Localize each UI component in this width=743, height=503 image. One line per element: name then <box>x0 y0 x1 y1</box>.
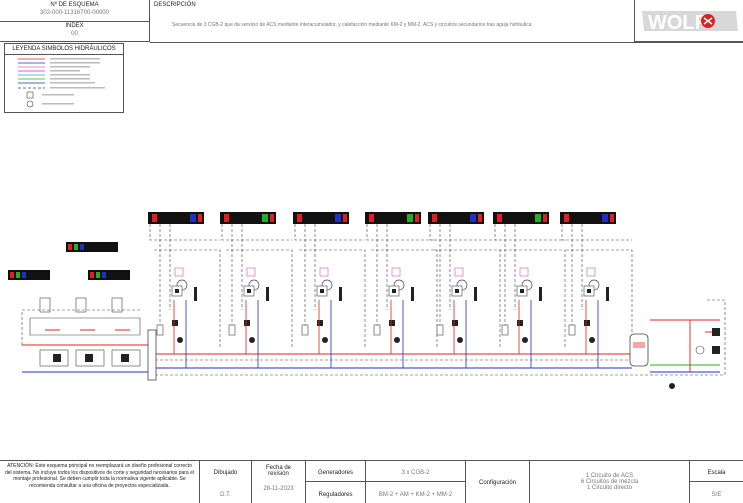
footer-scale-line <box>690 481 743 482</box>
regulators-value: BM-2 + AM + KM-2 + MM-2 <box>378 492 453 498</box>
generators <box>8 242 157 381</box>
heating-circuit-3 <box>293 212 366 368</box>
generators-label: Generadores <box>317 470 354 476</box>
index-value: 00 <box>71 31 78 37</box>
description-text: Secuencia de 3 CGB-2 que da servicio de … <box>172 22 533 28</box>
config-label: Configuración <box>478 480 517 486</box>
heating-circuits <box>148 212 633 368</box>
heating-circuit-2 <box>220 212 293 368</box>
date-label: Fecha de revisión <box>265 465 292 477</box>
drawn-value: D.T. <box>220 492 231 498</box>
heating-circuit-4 <box>365 212 438 368</box>
footer-mid-line <box>306 481 466 482</box>
notice-text: ATENCIÓN: Este esquema principal no reem… <box>5 463 194 489</box>
drawn-label: Dibujado <box>213 470 238 476</box>
date-cell: Fecha de revisión 28-11-2023 <box>252 460 306 503</box>
legend-box: LEYENDA SIMBOLOS HIDRÁULICOS <box>4 43 124 113</box>
scale-cell: Escala S/E <box>690 460 743 503</box>
generator-1 <box>8 270 69 367</box>
heating-circuit-7 <box>560 212 633 368</box>
config-line-1: 1 Circuito de ACS <box>585 473 634 479</box>
scheme-number: 302-000-11316700-00000 <box>40 10 109 16</box>
scheme-label: Nº DE ESQUEMA <box>50 2 99 8</box>
heating-circuit-6 <box>493 212 566 368</box>
scale-label: Escala <box>707 470 726 476</box>
legend-symbols <box>18 58 105 108</box>
drawn-cell: Dibujado D.T. <box>200 460 252 503</box>
scale-value: S/E <box>711 492 722 498</box>
heating-circuit-5 <box>428 212 501 368</box>
legend-title: LEYENDA SIMBOLOS HIDRÁULICOS <box>5 44 123 55</box>
config-line-2: 6 Circuitos de mezcla <box>580 479 639 485</box>
brand-box: WOLF <box>634 0 743 42</box>
brand-text: WOLF <box>648 12 707 34</box>
index-box: INDEX 00 <box>0 21 150 42</box>
footer-notice: ATENCIÓN: Este esquema principal no reem… <box>0 460 200 503</box>
config-value-cell: 1 Circuito de ACS 6 Circuitos de mezcla … <box>530 460 690 503</box>
regulators-label: Reguladores <box>318 492 353 498</box>
heating-circuit-1 <box>148 212 221 368</box>
acs-tank <box>629 328 720 389</box>
generators-value: 3 x CGB-2 <box>401 470 430 476</box>
header-divider <box>150 42 743 43</box>
index-label: INDEX <box>65 23 84 29</box>
hydraulic-diagram <box>8 58 726 389</box>
config-cell: Configuración <box>466 460 530 503</box>
scheme-number-box: Nº DE ESQUEMA 302-000-11316700-00000 <box>0 0 150 22</box>
wolf-logo: WOLF <box>642 11 738 34</box>
description-label: DESCRIPCIÓN <box>154 2 196 8</box>
generator-2 <box>66 242 118 367</box>
generator-3 <box>88 270 141 367</box>
date-value: 28-11-2023 <box>263 486 294 492</box>
config-line-3: 1 Circuito directo <box>586 485 633 491</box>
